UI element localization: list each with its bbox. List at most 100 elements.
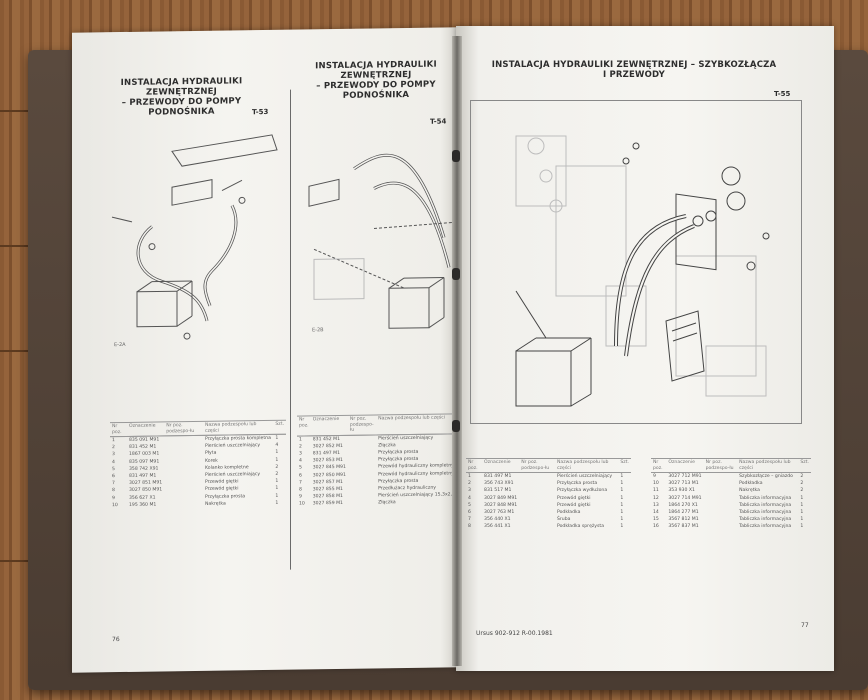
table-cell: 10 bbox=[112, 502, 118, 508]
table-cell: Śruba bbox=[556, 517, 571, 523]
table-cell: 1 bbox=[800, 510, 804, 516]
left-section-code-b: T-54 bbox=[430, 117, 447, 126]
table-cell bbox=[704, 509, 738, 516]
left-section-code-a: T-53 bbox=[252, 107, 269, 117]
table-cell: Pierścień uszczelniający bbox=[556, 474, 613, 479]
table-cell: 1 bbox=[299, 436, 302, 443]
table-header: Nr poz. bbox=[466, 458, 483, 473]
table-cell: Tabliczka informacyjna bbox=[739, 510, 792, 516]
table-cell: 1 bbox=[620, 481, 624, 487]
table-cell: Przyłączka prosta bbox=[556, 481, 598, 487]
table-cell: 831 497 M1 bbox=[484, 474, 512, 479]
table-cell: 9 bbox=[653, 474, 656, 479]
right-footer-text: Ursus 902-912 R-00.1981 bbox=[476, 630, 553, 637]
table-cell: 1867 003 M1 bbox=[128, 451, 160, 458]
table-cell: 3027 712 M91 bbox=[668, 474, 702, 479]
binder-ring bbox=[452, 268, 460, 280]
table-cell: 1 bbox=[620, 524, 624, 530]
table-cell: Przewód giętki bbox=[556, 502, 591, 508]
table-cell: 10 bbox=[653, 481, 659, 487]
table-cell: 1 bbox=[275, 500, 279, 506]
table-cell bbox=[704, 495, 738, 502]
table-cell: 1 bbox=[800, 502, 804, 508]
left-page: INSTALACJA HYDRAULIKI ZEWNĘTRZNEJ – PRZE… bbox=[72, 27, 460, 673]
table-cell: 3027 713 M1 bbox=[668, 481, 699, 487]
table-cell: Tabliczka informacyjna bbox=[739, 495, 792, 501]
diagram-frame bbox=[470, 100, 802, 424]
table-cell: 195 360 M1 bbox=[128, 502, 157, 508]
table-cell: 7 bbox=[468, 517, 471, 523]
table-cell: 3027 845 M91 bbox=[312, 465, 346, 471]
binder-ring bbox=[452, 420, 460, 432]
table-cell: 3567 837 M1 bbox=[668, 524, 699, 530]
table-cell bbox=[519, 523, 555, 530]
table-cell: Tabliczka informacyjna bbox=[739, 524, 792, 530]
left-section-title-b: INSTALACJA HYDRAULIKI ZEWNĘTRZNEJ – PRZE… bbox=[315, 59, 437, 101]
table-header: Nr poz. bbox=[297, 415, 311, 436]
figure-label-b: E-2B bbox=[312, 327, 324, 334]
table-cell: Przyłączka wydłużona bbox=[556, 488, 608, 494]
table-cell: 15 bbox=[653, 517, 659, 523]
right-section-title: INSTALACJA HYDRAULIKI ZEWNĘTRZNEJ – SZYB… bbox=[491, 60, 777, 80]
table-cell: 356 440 X1 bbox=[484, 517, 511, 523]
table-cell: 1 bbox=[800, 524, 804, 530]
table-header: Szt. bbox=[798, 458, 811, 473]
table-header: Nazwa podzespołu lub części bbox=[376, 413, 457, 435]
table-cell: 3 bbox=[468, 488, 471, 494]
table-cell: Złączka bbox=[378, 500, 396, 506]
table-cell bbox=[519, 509, 555, 516]
table-header: Nr poz. podzespo-łu bbox=[164, 421, 203, 436]
table-header: Nr poz. bbox=[110, 422, 127, 437]
table-cell: Nakrętka bbox=[204, 501, 226, 507]
table-header: Nr poz. podzespo-łu bbox=[703, 458, 738, 473]
table-cell: 356 441 X1 bbox=[484, 524, 511, 530]
table-cell: Przewód giętki bbox=[556, 495, 591, 501]
table-cell bbox=[519, 487, 555, 494]
table-cell: 1864 270 X1 bbox=[668, 502, 698, 508]
table-header: Nazwa podzespołu lub części bbox=[554, 458, 619, 473]
parts-table-right-a: Nr poz. Oznaczenie Nr poz. podzespo-łu N… bbox=[466, 458, 631, 531]
table-cell: 3027 848 M91 bbox=[484, 502, 518, 508]
table-cell: 2 bbox=[800, 481, 804, 487]
table-cell: 1 bbox=[620, 474, 624, 479]
table-cell: 353 930 X1 bbox=[668, 488, 695, 494]
table-header: Nr poz. podzespo-łu bbox=[347, 414, 377, 435]
table-cell: Podkładka bbox=[556, 510, 581, 516]
table-header: Nazwa podzespołu lub części bbox=[737, 458, 799, 473]
table-cell bbox=[164, 501, 203, 509]
table-cell: 1 bbox=[800, 517, 804, 523]
table-cell: 831 517 M1 bbox=[484, 488, 512, 494]
table-cell: 3027 714 M91 bbox=[668, 495, 702, 501]
table-row: 10 195 360 M1 Nakrętka 1 bbox=[110, 500, 286, 510]
table-header: Nr poz. podzespo-łu bbox=[519, 458, 555, 473]
table-cell: 11 bbox=[653, 488, 659, 494]
parts-table-left-b: Nr poz. Oznaczenie Nr poz. podzespo-łu N… bbox=[297, 413, 457, 508]
table-cell bbox=[348, 500, 376, 508]
right-page: INSTALACJA HYDRAULIKI ZEWNĘTRZNEJ – SZYB… bbox=[456, 26, 834, 671]
table-cell: 835 097 M91 bbox=[128, 459, 160, 465]
table-cell: 6 bbox=[468, 510, 471, 516]
parts-table-left-a: Nr poz. Oznaczenie Nr poz. podzespo-łu N… bbox=[110, 420, 286, 509]
table-cell: 1 bbox=[800, 495, 804, 501]
binder-ring bbox=[452, 150, 460, 162]
right-page-number: 77 bbox=[801, 622, 809, 629]
table-header: Oznaczenie bbox=[482, 458, 520, 473]
table-cell: 1 bbox=[620, 510, 624, 516]
table-cell: 13 bbox=[653, 502, 659, 508]
table-header: Szt. bbox=[618, 458, 631, 473]
column-divider bbox=[290, 89, 291, 570]
table-cell bbox=[519, 480, 555, 487]
table-cell: 14 bbox=[653, 510, 659, 516]
table-cell: Tabliczka informacyjna bbox=[739, 517, 792, 523]
